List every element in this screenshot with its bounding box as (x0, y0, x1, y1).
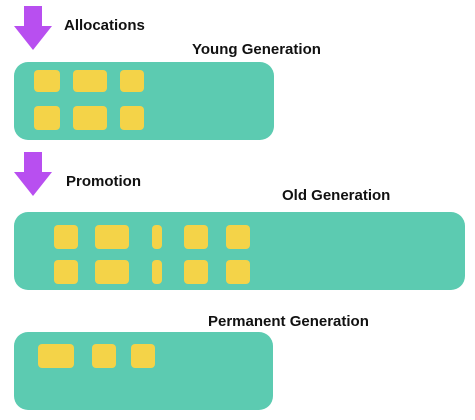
allocations-label: Allocations (64, 17, 145, 34)
young-generation-label: Young Generation (192, 41, 321, 58)
old-generation-panel (14, 212, 465, 290)
permanent-generation-panel (14, 332, 273, 410)
memory-block (73, 106, 107, 130)
old-generation-label: Old Generation (282, 187, 391, 204)
memory-block (184, 260, 208, 284)
memory-block (152, 260, 162, 284)
promotion-label: Promotion (66, 173, 141, 190)
young-generation-panel (14, 62, 274, 140)
memory-block (226, 225, 250, 249)
memory-block (54, 225, 78, 249)
memory-block (34, 106, 60, 130)
memory-block (73, 70, 107, 92)
permanent-generation-label: Permanent Generation (208, 313, 369, 330)
memory-block (92, 344, 116, 368)
memory-block (131, 344, 155, 368)
memory-block (34, 70, 60, 92)
memory-block (184, 225, 208, 249)
allocations-arrow-icon (14, 6, 52, 50)
memory-block (120, 106, 144, 130)
promotion-arrow-icon (14, 152, 52, 196)
memory-block (95, 260, 129, 284)
memory-block (38, 344, 74, 368)
memory-block (54, 260, 78, 284)
memory-block (152, 225, 162, 249)
memory-block (226, 260, 250, 284)
memory-block (120, 70, 144, 92)
memory-block (95, 225, 129, 249)
